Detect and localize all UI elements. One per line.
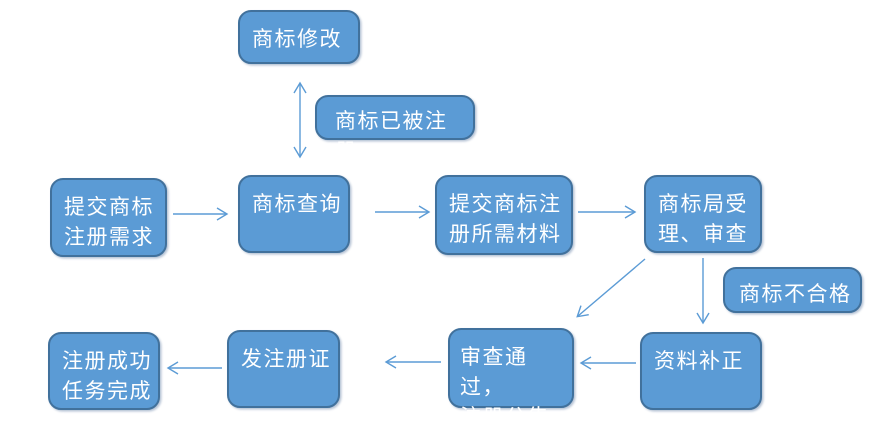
node-label: 商标查询 <box>252 192 342 216</box>
node-label: 商标修改 <box>252 27 342 51</box>
node-query: 商标查询 <box>238 175 350 253</box>
node-label: 注册成功 任务完成 <box>62 349 152 403</box>
node-submit-materials: 提交商标注 册所需材料 <box>435 175 573 255</box>
node-modify: 商标修改 <box>238 10 360 64</box>
arrow-bureau-to-pass-announce <box>576 258 646 318</box>
node-label: 资料补正 <box>654 349 744 373</box>
node-label: 审查通过， 注册公告 <box>460 345 550 429</box>
node-bureau-review: 商标局受 理、审查 <box>644 175 762 253</box>
node-label: 发注册证 <box>241 347 331 371</box>
node-submit-need: 提交商标 注册需求 <box>50 178 167 257</box>
node-label: 商标已被注册 <box>335 109 448 163</box>
node-label: 商标不合格 <box>739 282 852 306</box>
node-success: 注册成功 任务完成 <box>48 332 160 410</box>
node-pass-announce: 审查通过， 注册公告 <box>448 328 574 429</box>
node-label: 商标局受 理、审查 <box>658 192 748 246</box>
node-already-registered: 商标已被注册 <box>315 95 475 163</box>
node-label: 提交商标注 册所需材料 <box>449 192 562 246</box>
node-unqualified: 商标不合格 <box>723 267 862 313</box>
node-supplement: 资料补正 <box>640 332 762 410</box>
node-issue-cert: 发注册证 <box>227 330 340 408</box>
node-label: 提交商标 注册需求 <box>64 195 154 249</box>
